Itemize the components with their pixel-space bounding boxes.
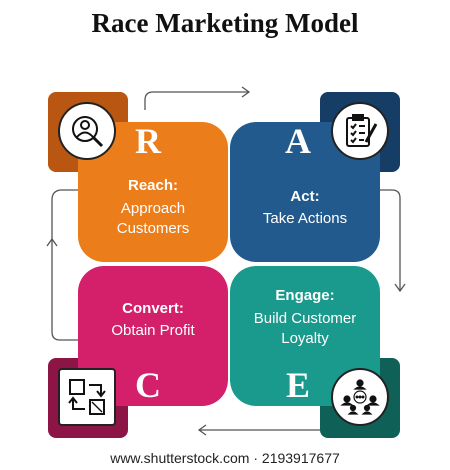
reach-description-line: Customers <box>116 220 190 237</box>
arrow-left <box>51 240 80 341</box>
clipboard-checklist-icon <box>331 102 389 160</box>
people-network-icon <box>331 368 389 426</box>
reach-letter: R <box>135 121 161 161</box>
convert-description: Obtain Profit <box>78 321 228 341</box>
page-title: Race Marketing Model <box>91 8 359 38</box>
watermark-footer: www.shutterstock.com · 2193917677 <box>0 446 450 470</box>
engage-description: Build Customer Loyalty <box>230 309 380 349</box>
arrow-bottom-head <box>197 424 207 436</box>
arrow-top-head <box>241 86 251 98</box>
engage-description-line: Build Customer <box>253 310 357 327</box>
arrow-top <box>144 91 248 110</box>
reach-description: Approach Customers <box>78 199 228 239</box>
arrow-right-head <box>394 283 406 293</box>
reach-description-line: Approach <box>120 200 186 217</box>
convert-heading: Convert: <box>122 300 184 317</box>
conversion-icon <box>58 368 116 426</box>
act-description-line: Take Actions <box>262 210 348 227</box>
engage-description-line: Loyalty <box>281 330 329 347</box>
act-letter: A <box>285 121 311 161</box>
arrow-left-upper <box>51 189 80 240</box>
engage-heading: Engage: <box>275 287 335 304</box>
user-search-icon <box>58 102 116 160</box>
act-description: Take Actions <box>230 209 380 229</box>
convert-letter: C <box>135 365 161 405</box>
arrow-right <box>380 189 401 290</box>
act-heading: Act: <box>290 188 320 205</box>
convert-description-line: Obtain Profit <box>111 322 195 339</box>
engage-letter: E <box>285 365 310 405</box>
reach-heading: Reach: <box>127 177 179 194</box>
